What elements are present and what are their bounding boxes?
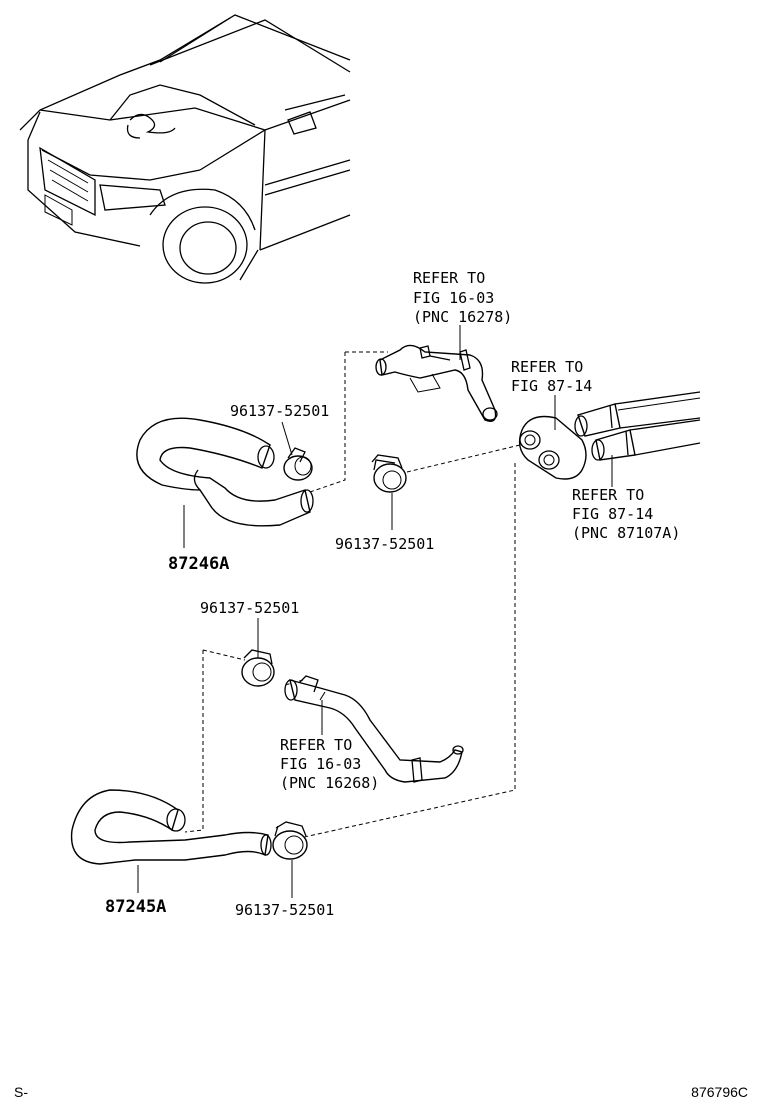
- refer-top-line2: FIG 16-03: [413, 289, 494, 307]
- clamp-label-b: 96137-52501: [335, 535, 434, 553]
- footer-left: S-: [14, 1084, 28, 1100]
- footer: S- 876796C: [14, 1084, 748, 1100]
- clamp-upper-left: [283, 447, 313, 481]
- part-labels: REFER TO FIG 16-03 (PNC 16278) REFER TO …: [105, 269, 680, 919]
- refer-87b-line2: FIG 87-14: [572, 505, 653, 523]
- car-illustration: [19, 14, 351, 284]
- refer-87-line2: FIG 87-14: [511, 377, 592, 395]
- footer-illustration-code: 876796C: [691, 1084, 748, 1100]
- hose-label-87246A: 87246A: [168, 554, 229, 574]
- lower-heater-pipe: [284, 675, 464, 783]
- refer-top-line3: (PNC 16278): [413, 308, 512, 326]
- refer-top-line1: REFER TO: [413, 269, 485, 287]
- refer-87b-line1: REFER TO: [572, 486, 644, 504]
- hose-label-87245A: 87245A: [105, 897, 166, 917]
- clamp-lower-right: [272, 821, 308, 860]
- clamp-upper-right: [371, 454, 407, 493]
- refer-87b-line3: (PNC 87107A): [572, 524, 680, 542]
- clamp-label-c: 96137-52501: [200, 599, 299, 617]
- clamp-label-d: 96137-52501: [235, 901, 334, 919]
- hose-87245A: [70, 789, 272, 865]
- refer-87-line1: REFER TO: [511, 358, 583, 376]
- heater-core-flange: [518, 391, 701, 480]
- refer-mid-line2: FIG 16-03: [280, 755, 361, 773]
- refer-mid-line1: REFER TO: [280, 736, 352, 754]
- leader-lines: [137, 325, 613, 898]
- clamp-label-a: 96137-52501: [230, 402, 329, 420]
- hose-87246A: [136, 417, 314, 527]
- upper-heater-pipe: [375, 344, 498, 422]
- refer-mid-line3: (PNC 16268): [280, 774, 379, 792]
